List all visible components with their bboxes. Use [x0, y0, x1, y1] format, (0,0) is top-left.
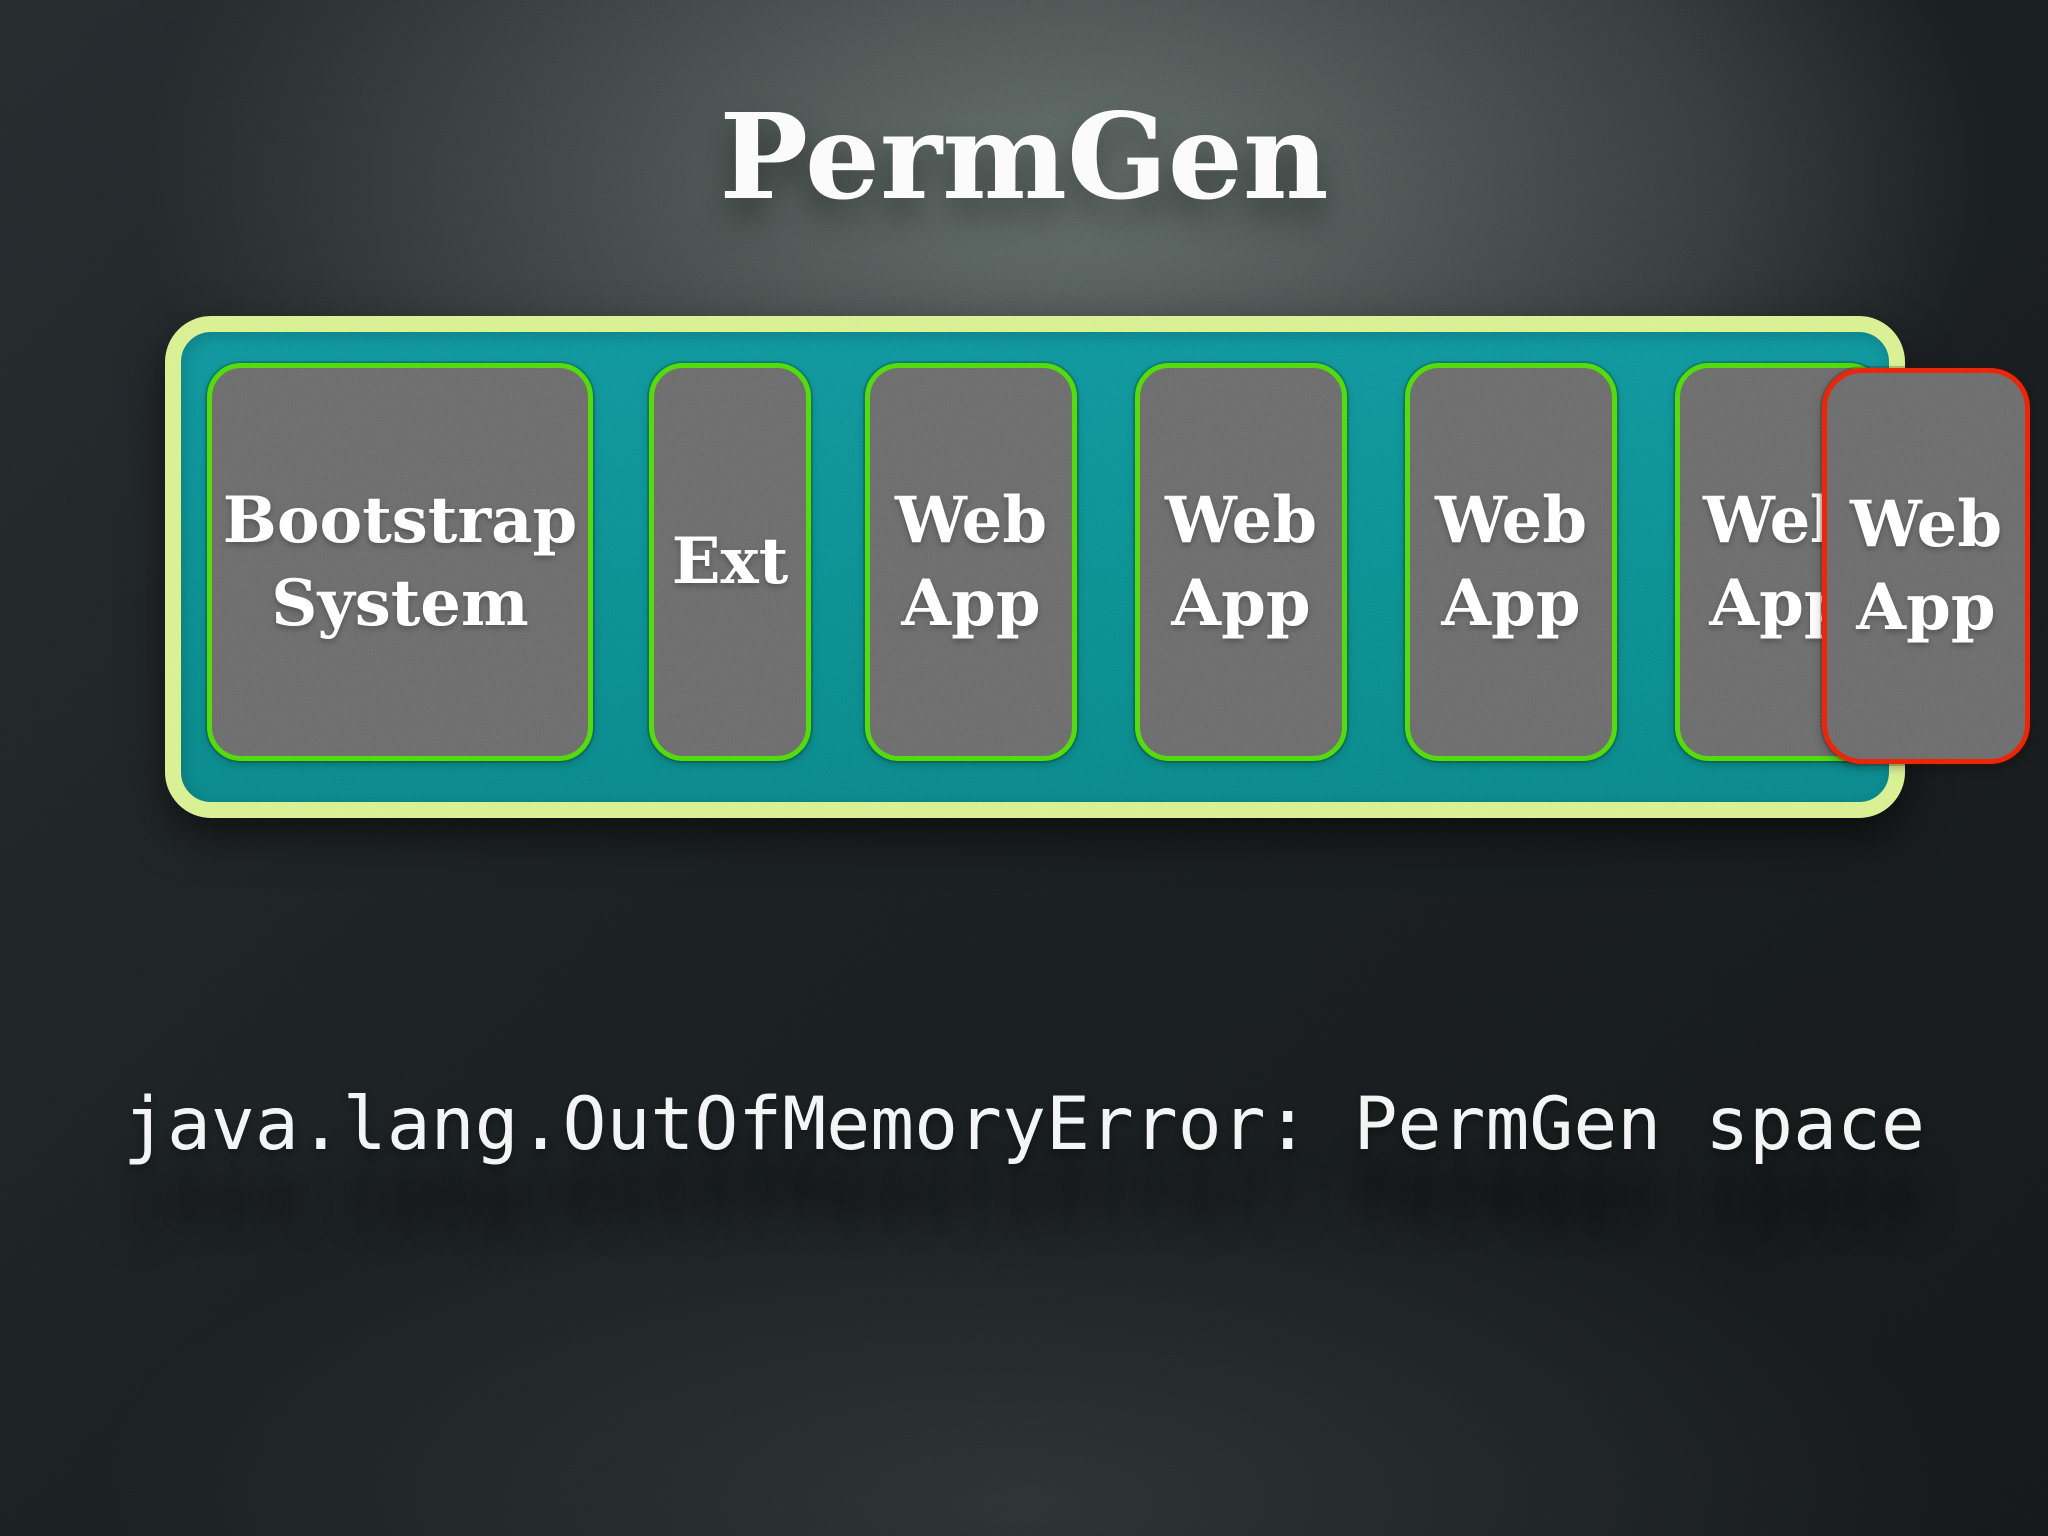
- memory-block-web-app-3: Web App: [1405, 363, 1617, 761]
- memory-block-label: App: [1171, 566, 1311, 641]
- memory-block-label: Web: [1434, 482, 1588, 558]
- permgen-container: Bootstrap System Ext Web App Web App Web…: [165, 316, 1905, 818]
- memory-block-ext: Ext: [649, 363, 811, 761]
- memory-block-label: Web: [1164, 482, 1318, 558]
- slide-title: PermGen: [719, 87, 1329, 226]
- error-message: java.lang.OutOfMemoryError: PermGen spac…: [123, 1082, 1925, 1167]
- memory-block-bootstrap-system: Bootstrap System: [207, 363, 593, 761]
- memory-block-web-app-2: Web App: [1135, 363, 1347, 761]
- memory-block-label: Web: [894, 482, 1048, 558]
- memory-block-label: App: [1856, 570, 1996, 645]
- memory-block-label: Web: [1849, 486, 2003, 562]
- memory-block-label: System: [271, 566, 529, 641]
- memory-block-label: App: [901, 566, 1041, 641]
- memory-block-web-app-overflow: Web App: [1822, 368, 2030, 764]
- memory-block-label: App: [1441, 566, 1581, 641]
- memory-block-label: Ext: [671, 524, 789, 600]
- memory-block-label: Bootstrap: [222, 482, 578, 558]
- memory-block-web-app-1: Web App: [865, 363, 1077, 761]
